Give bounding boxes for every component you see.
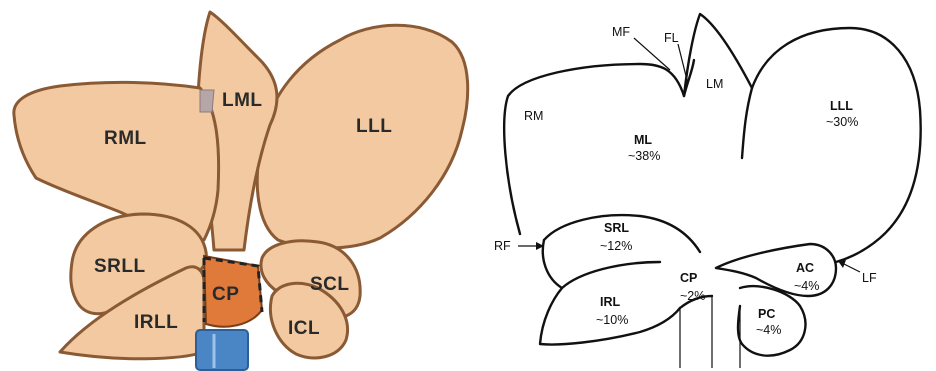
gallbladder-notch [200, 90, 214, 112]
label-lm: LM [706, 77, 723, 91]
label-ml: ML [634, 133, 652, 147]
label-ac-pct: ~4% [794, 279, 819, 293]
label-irl-pct: ~10% [596, 313, 628, 327]
label-lml: LML [222, 90, 263, 111]
liver-illustration: RML LML LLL SRLL IRLL CP SCL ICL [14, 12, 468, 370]
label-pc: PC [758, 307, 775, 321]
label-rml: RML [104, 128, 147, 149]
label-ml-pct: ~38% [628, 149, 660, 163]
lf-arrow-line [844, 264, 860, 272]
liver-schematic: MF FL LM RM ML ~38% LLL ~30% RF SRL ~12%… [494, 14, 921, 368]
label-srl-pct: ~12% [600, 239, 632, 253]
label-mf: MF [612, 25, 630, 39]
label-lf: LF [862, 271, 877, 285]
label-rf: RF [494, 239, 511, 253]
fl-leader [678, 44, 688, 84]
label-lll: LLL [830, 99, 853, 113]
label-pc-pct: ~4% [756, 323, 781, 337]
vessel-stub [196, 330, 248, 370]
label-scl: SCL [310, 274, 350, 295]
label-lll: LLL [356, 116, 392, 137]
label-srl: SRL [604, 221, 629, 235]
label-rm: RM [524, 109, 543, 123]
label-cp: CP [212, 284, 239, 305]
lm-lll-divider [742, 88, 752, 158]
label-ac: AC [796, 261, 814, 275]
label-irll: IRLL [134, 312, 178, 333]
label-fl: FL [664, 31, 679, 45]
label-lll-pct: ~30% [826, 115, 858, 129]
label-cp: CP [680, 271, 697, 285]
label-srll: SRLL [94, 256, 146, 277]
label-icl: ICL [288, 318, 320, 339]
label-cp-pct: ~2% [680, 289, 705, 303]
label-irl: IRL [600, 295, 621, 309]
